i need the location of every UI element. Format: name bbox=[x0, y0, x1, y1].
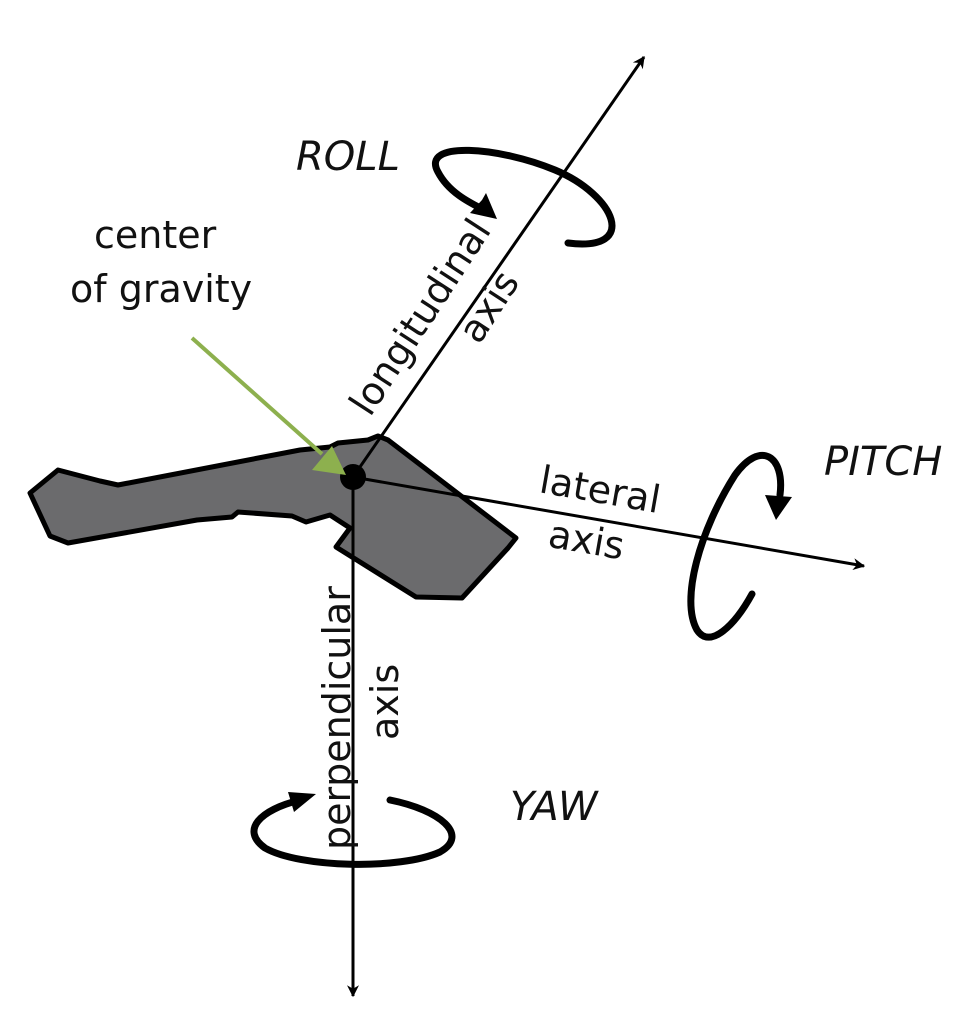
cg-pointer-arrow bbox=[190, 336, 346, 475]
pitch-rotation-arrow-icon bbox=[687, 451, 792, 641]
fuselage-shape bbox=[27, 433, 519, 601]
center-of-gravity-dot bbox=[340, 464, 366, 490]
center-of-gravity-label-line1: center bbox=[94, 213, 217, 257]
center-of-gravity-label-line2: of gravity bbox=[70, 267, 252, 311]
longitudinal-axis-line bbox=[351, 56, 646, 478]
roll-rotation-arrow-icon bbox=[432, 146, 616, 248]
pitch-label: PITCH bbox=[824, 439, 942, 485]
yaw-rotation-arrow-icon bbox=[250, 792, 456, 868]
lateral-axis-label-line2: axis bbox=[545, 512, 628, 569]
perpendicular-axis-label-line1: perpendicular bbox=[315, 586, 359, 850]
aircraft-silhouette bbox=[27, 433, 519, 601]
perpendicular-axis-label-line2: axis bbox=[363, 664, 407, 740]
yaw-label: YAW bbox=[510, 784, 599, 830]
roll-label: ROLL bbox=[296, 134, 400, 180]
lateral-axis-line bbox=[352, 475, 866, 571]
